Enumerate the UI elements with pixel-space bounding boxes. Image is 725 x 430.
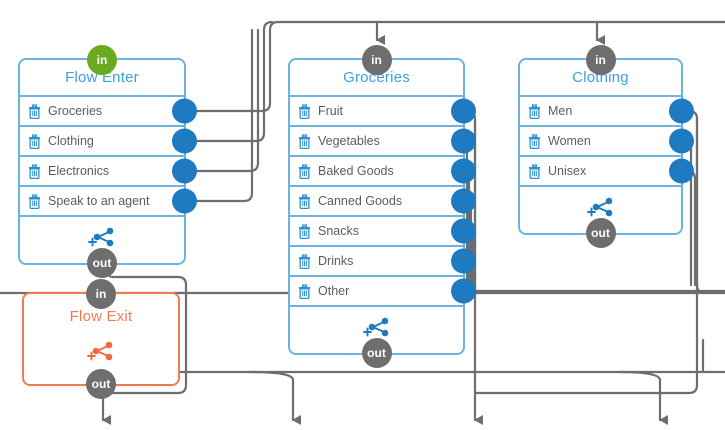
- list-item-label: Clothing: [48, 134, 94, 148]
- output-connector-knob[interactable]: [172, 98, 197, 124]
- node-in-badge[interactable]: in: [585, 45, 616, 75]
- trash-icon[interactable]: [28, 133, 41, 149]
- share-plus-icon[interactable]: [85, 225, 119, 253]
- output-connector-knob[interactable]: [451, 218, 476, 244]
- list-item-label: Fruit: [318, 104, 343, 118]
- output-connector-knob[interactable]: [451, 98, 476, 124]
- node-title: Flow Enter: [20, 60, 184, 97]
- share-plus-icon[interactable]: [584, 195, 618, 223]
- list-item-label: Snacks: [318, 224, 359, 238]
- list-item[interactable]: Women: [520, 127, 694, 157]
- node-footer: [520, 187, 681, 233]
- wire-clothing-trunk: [473, 118, 699, 395]
- list-item[interactable]: Snacks: [290, 217, 476, 247]
- list-item[interactable]: Speak to an agent: [20, 187, 197, 217]
- trash-icon[interactable]: [298, 163, 311, 179]
- share-plus-icon[interactable]: [84, 339, 118, 367]
- trash-icon[interactable]: [298, 283, 311, 299]
- list-item-label: Canned Goods: [318, 194, 403, 208]
- list-item[interactable]: Canned Goods: [290, 187, 476, 217]
- output-connector-knob[interactable]: [451, 188, 476, 214]
- list-item-label: Groceries: [48, 104, 103, 118]
- list-item[interactable]: Fruit: [290, 97, 476, 127]
- wire-enter-agent: [184, 28, 254, 203]
- trash-icon[interactable]: [28, 103, 41, 119]
- list-item-label: Men: [548, 104, 573, 118]
- wire-enter-groceries: [184, 20, 725, 113]
- node-in-badge[interactable]: in: [87, 45, 117, 75]
- node-flow-exit[interactable]: in Flow Exit out: [22, 279, 180, 399]
- trash-icon[interactable]: [298, 133, 311, 149]
- list-item-label: Baked Goods: [318, 164, 394, 178]
- node-footer: [24, 325, 178, 373]
- list-item-label: Electronics: [48, 164, 110, 178]
- list-item-label: Drinks: [318, 254, 354, 268]
- list-item[interactable]: Electronics: [20, 157, 197, 187]
- node-groceries[interactable]: in Groceries Fruit: [288, 45, 476, 368]
- node-title: Groceries: [290, 60, 463, 97]
- list-item-label: Other: [318, 284, 350, 298]
- list-item[interactable]: Men: [520, 97, 694, 127]
- node-footer: [290, 307, 463, 353]
- trash-icon[interactable]: [528, 133, 541, 149]
- output-connector-knob[interactable]: [172, 188, 197, 214]
- output-connector-knob[interactable]: [669, 98, 694, 124]
- list-item-label: Unisex: [548, 164, 587, 178]
- list-item-label: Vegetables: [318, 134, 380, 148]
- node-out-badge[interactable]: out: [585, 218, 616, 248]
- trash-icon[interactable]: [528, 163, 541, 179]
- output-connector-knob[interactable]: [451, 128, 476, 154]
- node-footer: [20, 217, 184, 263]
- list-item[interactable]: Baked Goods: [290, 157, 476, 187]
- node-title: Clothing: [520, 60, 681, 97]
- trash-icon[interactable]: [528, 103, 541, 119]
- output-connector-knob[interactable]: [451, 278, 476, 304]
- list-item[interactable]: Vegetables: [290, 127, 476, 157]
- wire-clothing-unisex: [681, 169, 697, 287]
- list-item[interactable]: Groceries: [20, 97, 197, 127]
- node-item-list: Groceries Clothing: [20, 97, 197, 217]
- output-connector-knob[interactable]: [669, 128, 694, 154]
- list-item[interactable]: Other: [290, 277, 476, 307]
- wire-feeder-drop-1: [248, 370, 295, 382]
- list-item[interactable]: Drinks: [290, 247, 476, 277]
- node-in-badge[interactable]: in: [86, 279, 116, 309]
- output-connector-knob[interactable]: [172, 158, 197, 184]
- trash-icon[interactable]: [28, 163, 41, 179]
- share-plus-icon[interactable]: [360, 315, 394, 343]
- list-item-label: Women: [548, 134, 591, 148]
- trash-icon[interactable]: [298, 253, 311, 269]
- node-out-badge[interactable]: out: [87, 248, 117, 278]
- output-connector-knob[interactable]: [451, 248, 476, 274]
- node-item-list: Fruit Vegetables: [290, 97, 476, 307]
- node-title: Flow Exit: [69, 308, 133, 325]
- output-connector-knob[interactable]: [451, 158, 476, 184]
- node-flow-enter[interactable]: in Flow Enter Groceries: [18, 45, 197, 278]
- node-out-badge[interactable]: out: [86, 369, 116, 399]
- node-item-list: Men Women: [520, 97, 694, 187]
- node-out-badge[interactable]: out: [361, 338, 392, 368]
- node-in-badge[interactable]: in: [361, 45, 392, 75]
- trash-icon[interactable]: [298, 223, 311, 239]
- list-item-label: Speak to an agent: [48, 194, 150, 208]
- list-item[interactable]: Unisex: [520, 157, 694, 187]
- list-item[interactable]: Clothing: [20, 127, 197, 157]
- trash-icon[interactable]: [28, 193, 41, 209]
- trash-icon[interactable]: [298, 193, 311, 209]
- wire-feeder-drop-2: [618, 370, 662, 382]
- node-clothing[interactable]: in Clothing Men: [518, 45, 694, 248]
- trash-icon[interactable]: [298, 103, 311, 119]
- output-connector-knob[interactable]: [172, 128, 197, 154]
- output-connector-knob[interactable]: [669, 158, 694, 184]
- wire-enter-electronics: [184, 28, 260, 173]
